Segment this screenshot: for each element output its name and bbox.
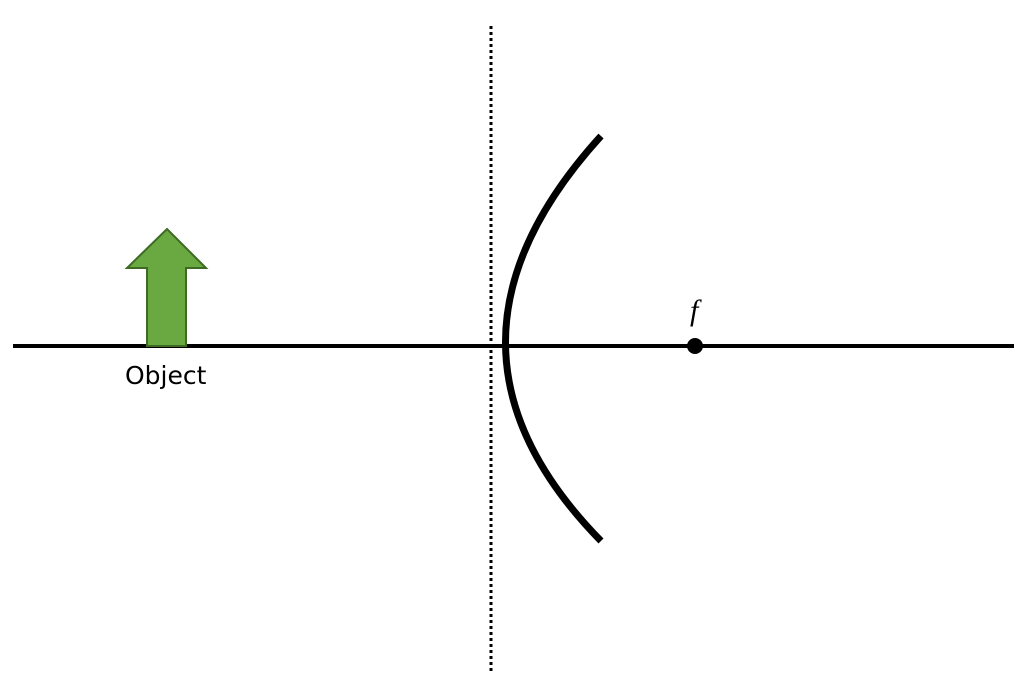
object-label: Object xyxy=(125,361,207,390)
object-arrow xyxy=(124,227,209,347)
focal-point xyxy=(687,338,703,354)
curved-mirror xyxy=(502,133,604,544)
focal-point-label: f xyxy=(690,294,702,327)
